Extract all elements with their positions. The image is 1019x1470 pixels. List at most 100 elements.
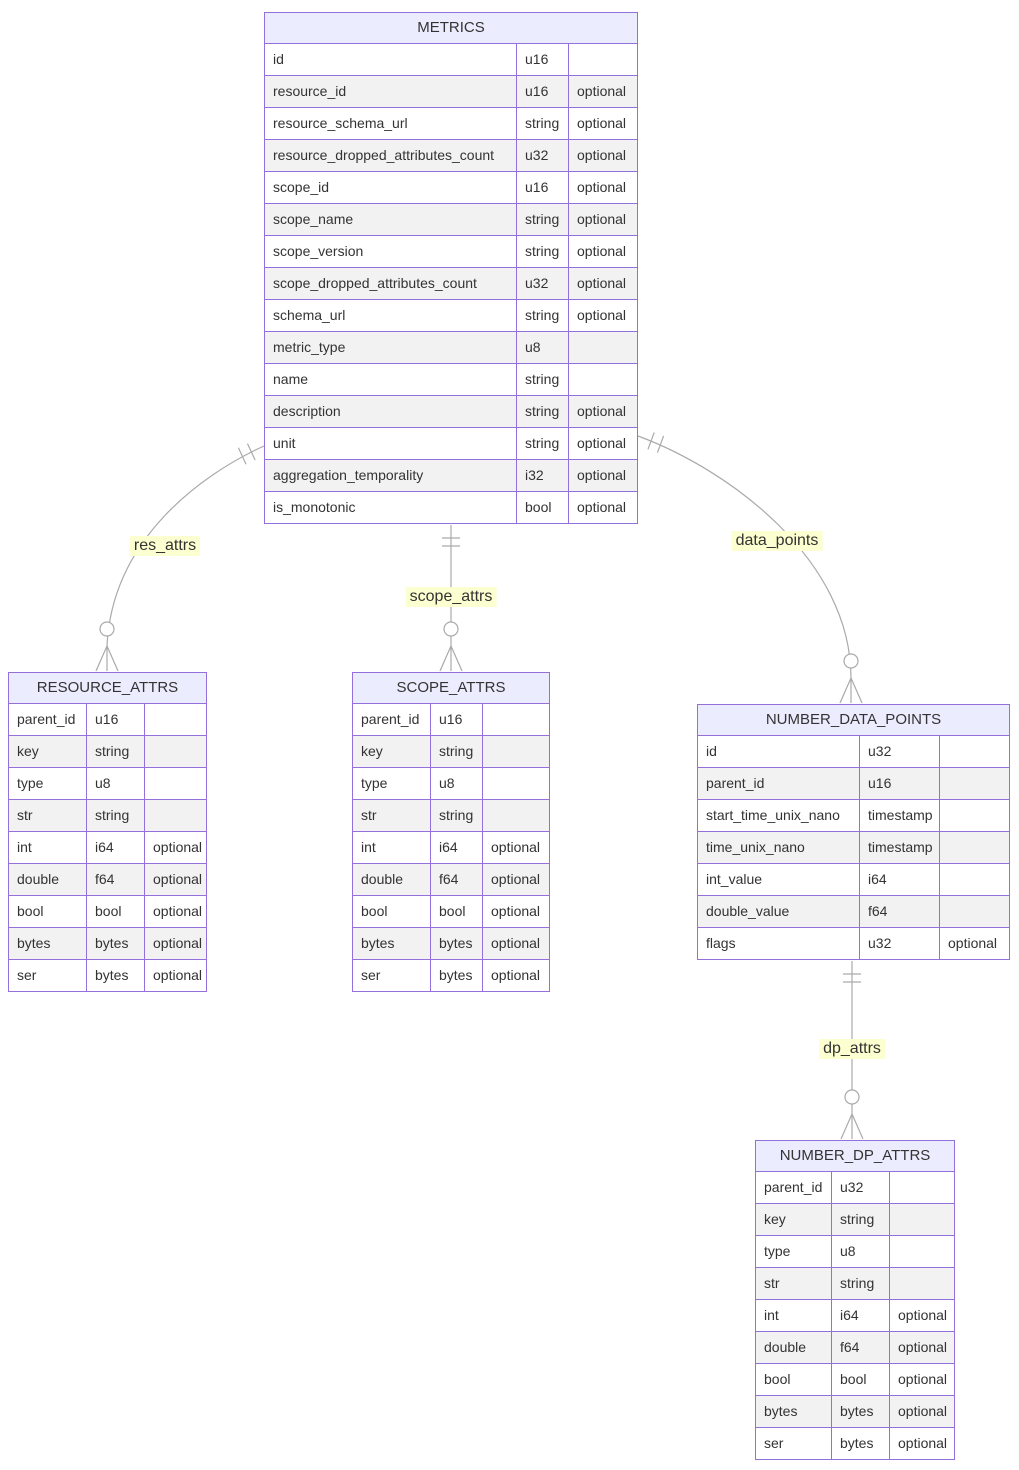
attribute-name-cell: int_value: [697, 864, 859, 896]
attribute-name-cell: id: [264, 44, 516, 76]
attribute-name-cell: bool: [755, 1364, 831, 1396]
attribute-name-cell: parent_id: [697, 768, 859, 800]
attribute-type-cell: string: [516, 300, 568, 332]
attribute-name-cell: key: [755, 1204, 831, 1236]
attribute-name-cell: key: [8, 736, 86, 768]
attribute-type-cell: string: [516, 364, 568, 396]
attribute-type-cell: string: [430, 736, 482, 768]
attribute-name-cell: double: [352, 864, 430, 896]
attribute-key-cell: [939, 896, 1010, 928]
attribute-name-cell: id: [697, 736, 859, 768]
relationship-label-res-attrs: res_attrs: [129, 536, 201, 556]
attribute-key-cell: optional: [144, 896, 207, 928]
attribute-name-cell: aggregation_temporality: [264, 460, 516, 492]
attribute-type-cell: u8: [831, 1236, 889, 1268]
attribute-key-cell: [889, 1172, 955, 1204]
attribute-type-cell: u32: [516, 140, 568, 172]
attribute-key-cell: optional: [482, 832, 550, 864]
attribute-key-cell: [144, 704, 207, 736]
attribute-key-cell: [939, 736, 1010, 768]
attribute-key-cell: optional: [144, 960, 207, 992]
attribute-name-cell: key: [352, 736, 430, 768]
attribute-type-cell: bytes: [86, 960, 144, 992]
attribute-key-cell: [482, 800, 550, 832]
attribute-key-cell: optional: [568, 236, 638, 268]
attribute-type-cell: u16: [516, 76, 568, 108]
attribute-name-cell: type: [8, 768, 86, 800]
attribute-name-cell: int: [755, 1300, 831, 1332]
attribute-name-cell: scope_name: [264, 204, 516, 236]
attribute-key-cell: optional: [889, 1300, 955, 1332]
attribute-name-cell: bytes: [8, 928, 86, 960]
attribute-key-cell: optional: [482, 864, 550, 896]
attribute-type-cell: string: [86, 800, 144, 832]
attribute-key-cell: [482, 768, 550, 800]
entity-title: RESOURCE_ATTRS: [8, 672, 207, 704]
entity-title: NUMBER_DATA_POINTS: [697, 704, 1010, 736]
attribute-key-cell: optional: [568, 172, 638, 204]
attribute-name-cell: parent_id: [755, 1172, 831, 1204]
attribute-name-cell: str: [352, 800, 430, 832]
attribute-key-cell: optional: [568, 460, 638, 492]
attribute-key-cell: optional: [568, 204, 638, 236]
attribute-key-cell: [144, 736, 207, 768]
attribute-key-cell: [889, 1236, 955, 1268]
attribute-type-cell: u16: [86, 704, 144, 736]
attribute-name-cell: description: [264, 396, 516, 428]
attribute-type-cell: f64: [859, 896, 939, 928]
attribute-name-cell: ser: [755, 1428, 831, 1460]
attribute-type-cell: string: [831, 1268, 889, 1300]
entity-title: SCOPE_ATTRS: [352, 672, 550, 704]
attribute-name-cell: start_time_unix_nano: [697, 800, 859, 832]
attribute-type-cell: u16: [859, 768, 939, 800]
attribute-name-cell: ser: [352, 960, 430, 992]
attribute-key-cell: optional: [568, 140, 638, 172]
attribute-key-cell: optional: [482, 960, 550, 992]
attribute-name-cell: resource_id: [264, 76, 516, 108]
attribute-name-cell: resource_dropped_attributes_count: [264, 140, 516, 172]
attribute-name-cell: int: [352, 832, 430, 864]
cardinality-one-marker: [647, 432, 665, 453]
attribute-type-cell: u8: [86, 768, 144, 800]
attribute-type-cell: i64: [430, 832, 482, 864]
attribute-name-cell: schema_url: [264, 300, 516, 332]
attribute-key-cell: optional: [482, 928, 550, 960]
attribute-type-cell: i32: [516, 460, 568, 492]
attribute-key-cell: [889, 1204, 955, 1236]
relationship-label-dp-attrs: dp_attrs: [819, 1039, 885, 1059]
attribute-type-cell: string: [516, 108, 568, 140]
attribute-type-cell: u16: [516, 44, 568, 76]
attribute-key-cell: [939, 800, 1010, 832]
attribute-key-cell: [939, 768, 1010, 800]
attribute-type-cell: string: [86, 736, 144, 768]
attribute-key-cell: optional: [144, 832, 207, 864]
attribute-type-cell: u8: [430, 768, 482, 800]
attribute-type-cell: string: [516, 204, 568, 236]
